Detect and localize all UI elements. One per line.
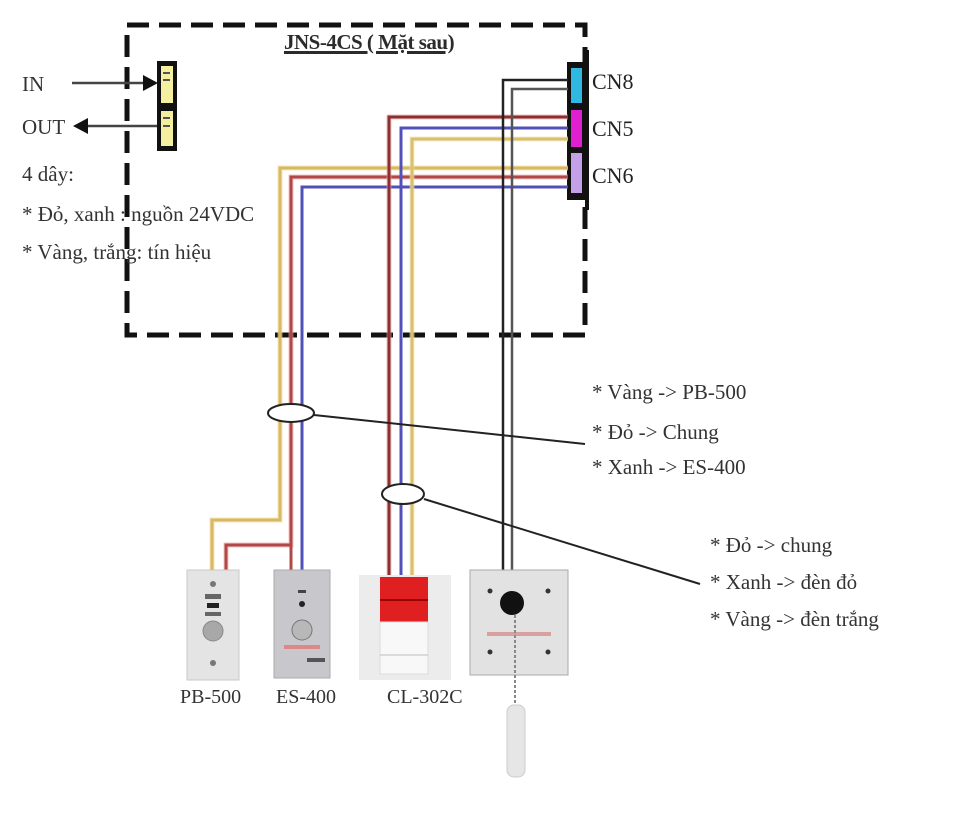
cn8-label: CN8 <box>592 69 634 94</box>
in-label: IN <box>22 72 45 96</box>
cn6-connector <box>571 153 582 193</box>
callout-2-line-3: * Vàng -> đèn trắng <box>710 607 879 631</box>
connector-block <box>567 50 589 210</box>
callout-1-line-3: * Xanh -> ES-400 <box>592 455 746 479</box>
callout-marker-1 <box>267 403 586 445</box>
notes-line-2: * Vàng, trắng: tín hiệu <box>22 240 212 264</box>
wire-bundle-cn6 <box>209 165 568 575</box>
callout-2-line-2: * Xanh -> đèn đỏ <box>710 570 858 594</box>
in-out-terminal-block <box>157 61 177 151</box>
out-label: OUT <box>22 115 66 139</box>
jns-4cs-enclosure <box>124 22 588 338</box>
callout-1-line-2: * Đỏ -> Chung <box>592 420 719 444</box>
callout-marker-2 <box>381 483 701 585</box>
callout-1-line-1: * Vàng -> PB-500 <box>592 380 747 404</box>
notes-line-1: * Đỏ, xanh : nguồn 24VDC <box>22 202 255 226</box>
callout-2-line-1: * Đỏ -> chung <box>710 533 833 557</box>
cn6-label: CN6 <box>592 163 634 188</box>
pull-cord-switch-device <box>469 569 569 778</box>
out-arrow-icon <box>73 118 157 134</box>
cl-302c-label: CL-302C <box>387 686 463 708</box>
notes-heading: 4 dây: <box>22 162 74 186</box>
es-400-device <box>273 569 331 679</box>
es-400-label: ES-400 <box>276 686 336 708</box>
pb-500-label: PB-500 <box>180 686 242 708</box>
cn8-connector <box>571 68 582 103</box>
cn5-label: CN5 <box>592 116 634 141</box>
in-arrow-icon <box>72 75 158 91</box>
diagram-title: JNS-4CS ( Mặt sau) <box>284 30 455 54</box>
cn5-connector <box>571 110 582 147</box>
pb-500-device <box>186 569 240 681</box>
cl-302c-device <box>359 575 451 680</box>
wire-bundle-cn8 <box>501 78 568 570</box>
